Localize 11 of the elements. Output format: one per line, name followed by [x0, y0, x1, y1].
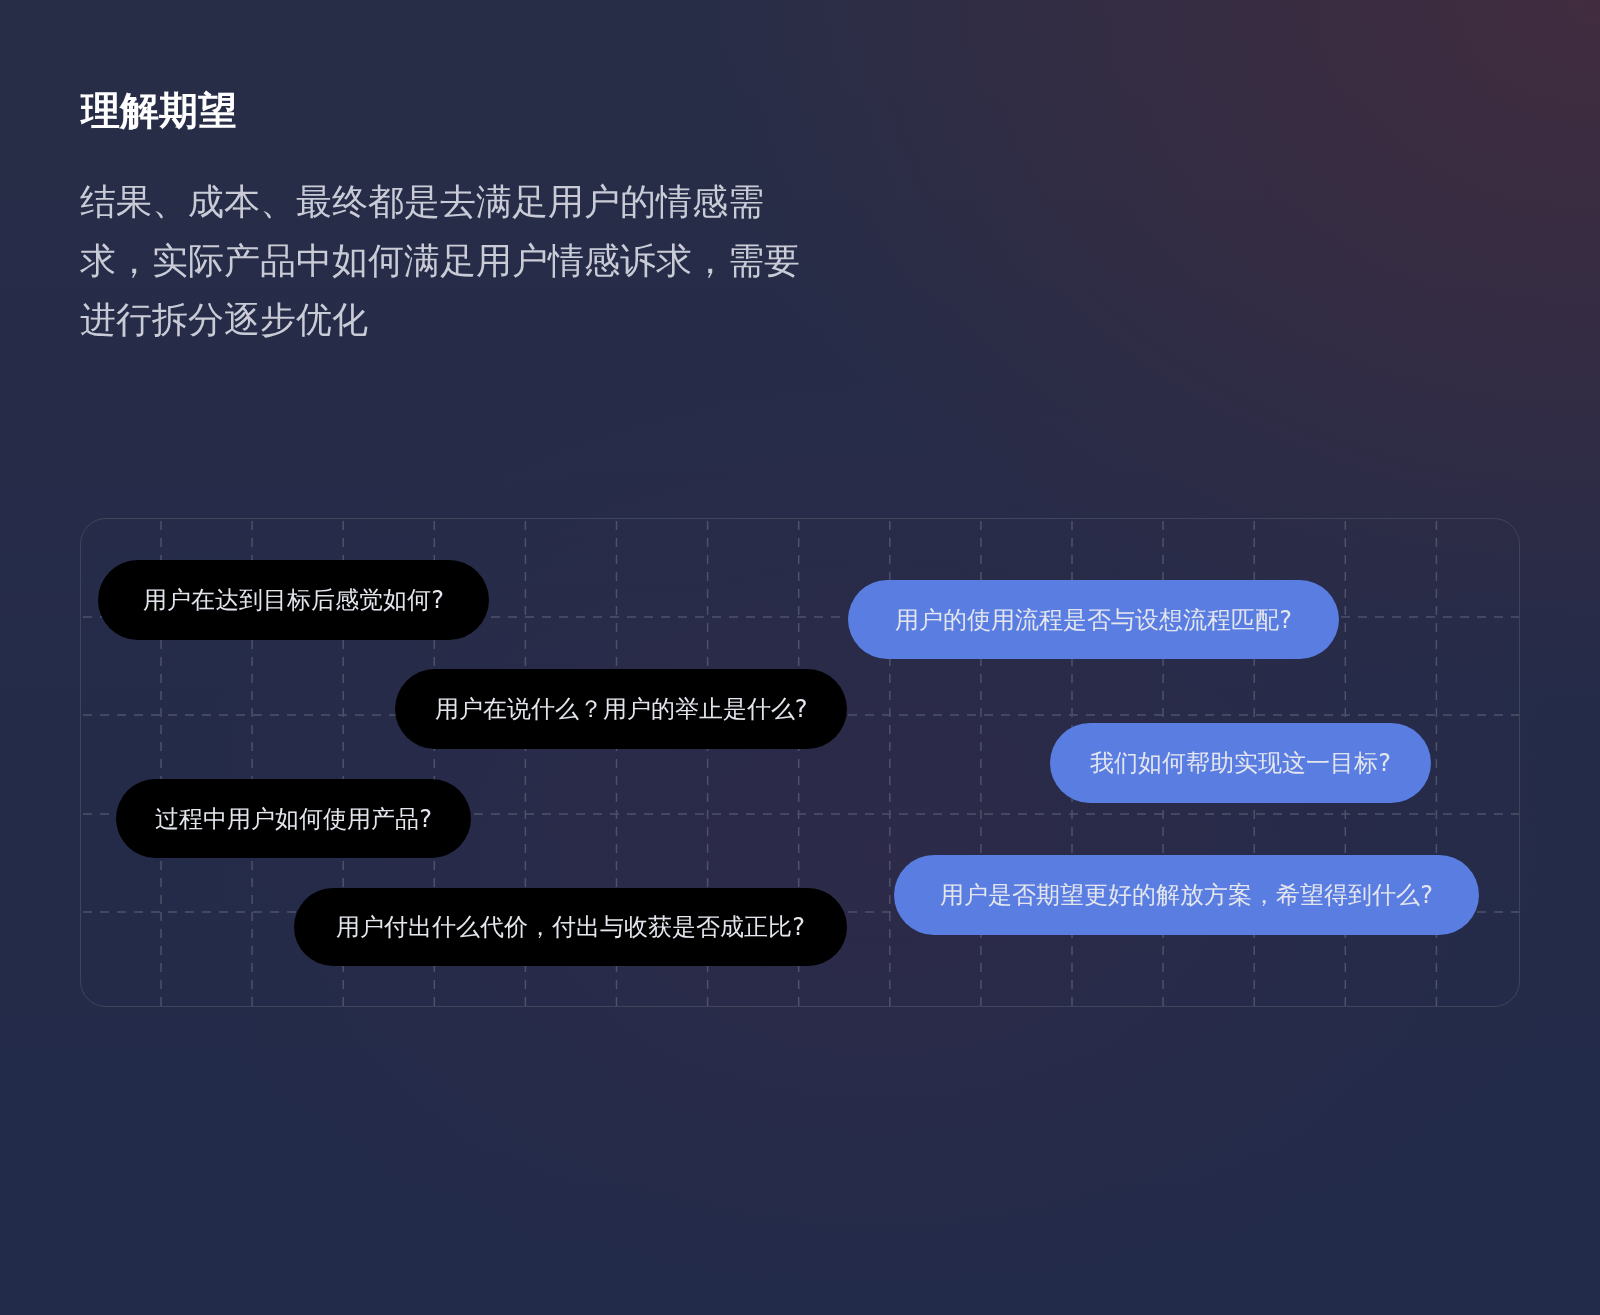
question-text: 用户在说什么？用户的举止是什么? [434, 694, 808, 725]
title: 理解期望 [81, 87, 237, 135]
question-text: 用户是否期望更好的解放方案，希望得到什么? [940, 880, 1433, 911]
question-text: 过程中用户如何使用产品? [155, 803, 432, 835]
question-text: 用户付出什么代价，付出与收获是否成正比? [336, 912, 805, 943]
question-text: 我们如何帮助实现这一目标? [1090, 748, 1391, 779]
grid-panel [80, 518, 1520, 1007]
question-text: 用户在达到目标后感觉如何? [143, 585, 444, 616]
question-text: 用户的使用流程是否与设想流程匹配? [895, 604, 1292, 636]
description-text: 结果、成本、最终都是去满足用户的情感需求，实际产品中如何满足用户情感诉求，需要进行拆分逐步优化 [80, 180, 801, 342]
question-bubble [894, 855, 1479, 935]
